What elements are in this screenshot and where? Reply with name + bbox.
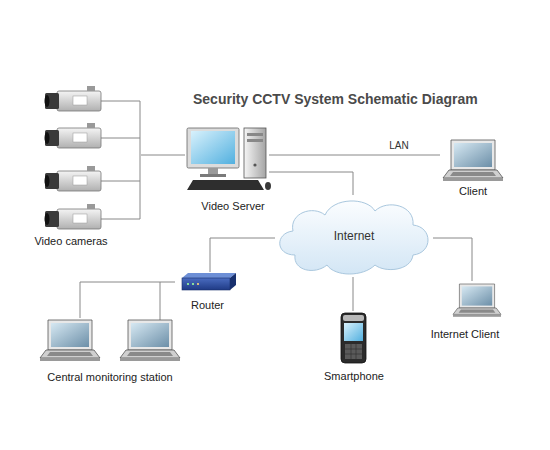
monitor-screen bbox=[191, 131, 235, 164]
network-link bbox=[269, 155, 440, 156]
monitor-stand bbox=[208, 168, 218, 174]
bus-wire bbox=[101, 101, 140, 102]
bus-wire bbox=[101, 138, 140, 139]
network-link bbox=[433, 238, 472, 281]
server-icon bbox=[187, 128, 271, 190]
bus-wire bbox=[101, 181, 140, 182]
diagram-title: Security CCTV System Schematic Diagram bbox=[193, 91, 478, 107]
camera-icon bbox=[45, 123, 102, 148]
router-light bbox=[197, 283, 199, 285]
branch-wire bbox=[160, 282, 161, 320]
router-light bbox=[187, 283, 189, 285]
camera-icon bbox=[45, 204, 102, 229]
monitor-frame bbox=[187, 128, 239, 168]
router-side bbox=[230, 273, 236, 290]
mouse bbox=[265, 182, 271, 190]
monitoring-station: Central monitoring station bbox=[30, 318, 190, 384]
laptop-icon bbox=[120, 320, 180, 361]
power-button bbox=[253, 163, 256, 166]
router-top bbox=[182, 273, 236, 278]
server-tower bbox=[244, 128, 266, 178]
phone-screen bbox=[344, 323, 363, 341]
cloud-label: Internet bbox=[275, 229, 433, 244]
node-label: Central monitoring station bbox=[30, 370, 190, 384]
phone-top bbox=[343, 315, 364, 321]
node-label: Router bbox=[175, 298, 240, 312]
laptop-icon bbox=[443, 140, 503, 181]
router: Router bbox=[175, 272, 240, 312]
network-link bbox=[141, 155, 185, 156]
node-label: Video cameras bbox=[30, 234, 112, 248]
network-link bbox=[269, 172, 353, 195]
drive-bay bbox=[247, 139, 263, 142]
video-server: Video Server bbox=[185, 125, 269, 213]
phone-icon bbox=[341, 313, 366, 363]
camera-group: Video cameras bbox=[30, 88, 141, 248]
internet-client: Internet Client bbox=[420, 281, 510, 341]
phone-body bbox=[341, 313, 366, 363]
client-laptop: Client bbox=[440, 136, 506, 198]
keypad-grid bbox=[345, 344, 362, 359]
camera-icon bbox=[45, 166, 102, 191]
monitor-base bbox=[200, 174, 226, 177]
router-front bbox=[182, 278, 230, 290]
bus-wire bbox=[140, 101, 141, 219]
node-label: Client bbox=[440, 184, 506, 198]
laptop-icon bbox=[453, 284, 501, 317]
router-icon bbox=[182, 273, 236, 290]
phone-keypad bbox=[345, 344, 362, 359]
network-link bbox=[210, 238, 275, 272]
bus-wire bbox=[101, 219, 140, 220]
camera-icon bbox=[45, 86, 102, 111]
node-label: Internet Client bbox=[420, 327, 510, 341]
smartphone: Smartphone bbox=[318, 311, 390, 383]
router-light bbox=[192, 283, 194, 285]
node-label: Smartphone bbox=[318, 369, 390, 383]
camera-bus bbox=[101, 101, 140, 219]
node-label: Video Server bbox=[185, 199, 281, 213]
keyboard bbox=[187, 180, 264, 190]
edge-label: LAN bbox=[389, 140, 408, 151]
internet-cloud: Internet bbox=[275, 195, 433, 277]
drive-bay bbox=[247, 133, 263, 136]
network-link bbox=[80, 282, 175, 318]
laptop-icon bbox=[40, 320, 100, 361]
network-link bbox=[353, 277, 354, 311]
